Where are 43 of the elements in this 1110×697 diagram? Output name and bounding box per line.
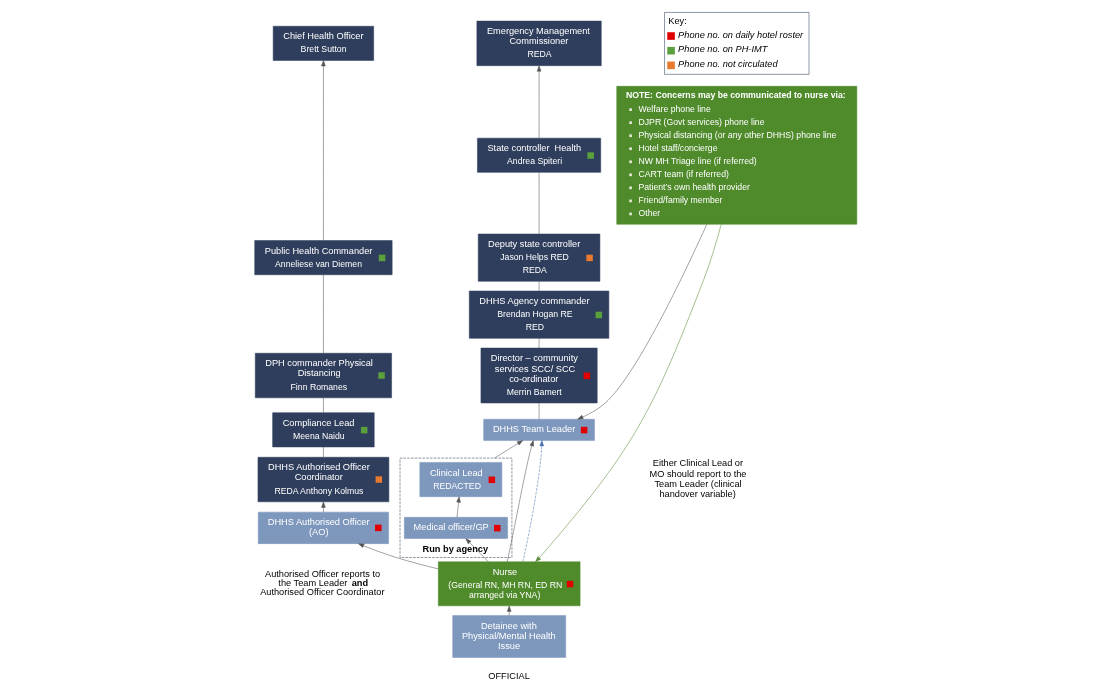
label: OFFICIAL <box>487 671 530 682</box>
arrow <box>357 543 438 570</box>
legend-label: Phone no. not circulated <box>677 59 778 70</box>
arrow <box>534 224 721 563</box>
label: Key: <box>667 15 687 26</box>
connector <box>322 446 324 458</box>
node-box: Director – community services SCC/ SCC co-ordinator Merrin Bamert <box>480 347 597 404</box>
connector <box>538 172 539 235</box>
node-box: DHHS Authorised Officer Coordinator REDA Anthony Kolmus <box>257 457 389 503</box>
node-box: DHHS Authorised Officer (AO) <box>257 511 389 544</box>
node-box: Nurse (General RN, MH RN, ED RN arranged via YNA) <box>437 561 580 607</box>
node-box: Deputy state controller Jason Helps RED REDA <box>477 233 600 282</box>
arrow <box>320 60 326 241</box>
arrow <box>536 65 541 139</box>
node-box: Clinical Lead REDACTED <box>419 462 502 497</box>
arrow <box>522 440 544 563</box>
node-box: Emergency Management Commissioner REDA <box>476 20 602 66</box>
connector <box>538 338 539 349</box>
connector <box>322 274 324 354</box>
node-box: NOTE: Concerns may be communicated to nurse via: Welfare phone line DJPR (Govt services) phone line Physical distancing (or any other DHHS) phone line Hotel staff/concierge NW MH Triage line (if referred) CART team (if referred) Patient’s own health provider Friend/family member Other <box>615 86 857 225</box>
arrow <box>465 538 489 563</box>
node-box: Compliance Lead Meena Naidu <box>271 412 374 448</box>
legend-label: Phone no. on PH-IMT <box>677 44 767 55</box>
node-box: Public Health Commander Anneliese van Diemen <box>253 240 392 276</box>
arrow <box>320 501 326 513</box>
label: Either Clinical Lead or MO should report to the Team Leader (clinical handover variable) <box>649 458 746 500</box>
arrow <box>493 440 523 459</box>
node-box: DHHS Agency commander Brendan Hogan RE RED <box>468 290 609 339</box>
arrow <box>506 440 534 563</box>
node-box: Chief Health Officer Brett Sutton <box>272 26 374 61</box>
connector <box>538 402 539 420</box>
node-box: State controller Health Andrea Spiteri <box>476 137 601 173</box>
node-box: Medical officer/GP <box>403 517 508 539</box>
node-box: DHHS Team Leader <box>482 419 595 441</box>
legend-label: Phone no. on daily hotel roster <box>677 29 803 40</box>
arrow <box>506 605 511 616</box>
arrow <box>455 496 461 518</box>
connector <box>322 397 324 413</box>
arrow <box>576 224 707 420</box>
node-label: Authorised Officer reports to the Team Leader and Authorised Officer Coordinator <box>259 568 385 598</box>
connector <box>538 281 539 292</box>
node-box: DPH commander Physical Distancing Finn Romanes <box>254 353 392 399</box>
node-box: Detainee with Physical/Mental Health Issue <box>451 615 566 658</box>
